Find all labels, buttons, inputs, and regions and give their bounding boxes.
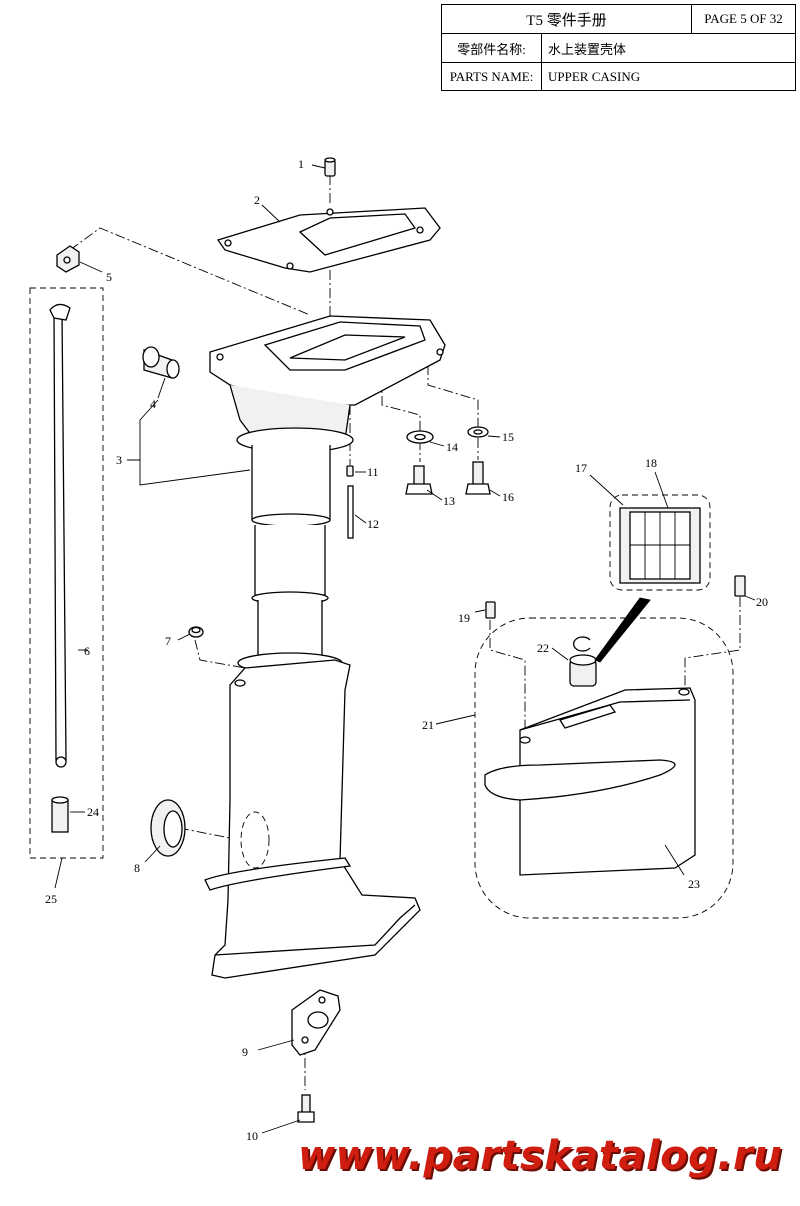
part-12-rod-pin: [347, 485, 354, 539]
callout-labels: 1 2 3 4 5 6 7 8 9 10 11 12 13 14 15 16 1…: [45, 157, 768, 1143]
callout-22: 22: [537, 641, 549, 655]
callout-5: 5: [106, 270, 112, 284]
callout-6: 6: [84, 644, 90, 658]
callout-13: 13: [443, 494, 455, 508]
callout-25: 25: [45, 892, 57, 906]
coupling-bearing: [569, 597, 651, 687]
callout-4: 4: [150, 397, 156, 411]
callout-12: 12: [367, 517, 379, 531]
part-13-bolt: [405, 465, 433, 495]
callout-2: 2: [254, 193, 260, 207]
callout-16: 16: [502, 490, 514, 504]
callout-7: 7: [165, 634, 171, 648]
part-22-snap-ring: [573, 636, 591, 652]
en-name-value: UPPER CASING: [548, 68, 641, 84]
cn-name-value: 水上装置壳体: [548, 41, 627, 57]
part-14-washer: [406, 430, 434, 444]
callout-24: 24: [87, 805, 99, 819]
title-row: T5 零件手册 PAGE 5 OF 32: [442, 5, 795, 34]
callout-14: 14: [446, 440, 458, 454]
callout-1: 1: [298, 157, 304, 171]
callout-21: 21: [422, 718, 434, 732]
plate-kit-group-box: [474, 617, 734, 919]
part-20-pin: [734, 575, 746, 597]
callout-15: 15: [502, 430, 514, 444]
part-8-grommet: [150, 799, 186, 857]
part-19-pin: [485, 601, 496, 619]
callout-18: 18: [645, 456, 657, 470]
part-11-pin: [346, 465, 354, 477]
page-indicator: PAGE 5 OF 32: [704, 11, 783, 26]
detail-17-18-bushing-section: [619, 507, 701, 584]
part-5-clip-nut: [56, 245, 80, 273]
callout-11: 11: [367, 465, 379, 479]
callout-10: 10: [246, 1129, 258, 1143]
part-24-bushing: [51, 796, 69, 833]
part-3-upper-housing: [209, 315, 446, 661]
part-23-cavitation-plate: [484, 687, 696, 876]
part-7-grommet: [188, 626, 204, 638]
en-name-row: PARTS NAME: UPPER CASING: [442, 63, 795, 90]
watermark-logo: www.partskatalog.ru: [298, 1133, 783, 1179]
en-name-label: PARTS NAME:: [442, 63, 542, 90]
callout-9: 9: [242, 1045, 248, 1059]
detail-inset-box: [609, 494, 711, 591]
rod-kit-group-box: [29, 287, 104, 859]
assembly-lines: [69, 175, 741, 1090]
callout-19: 19: [458, 611, 470, 625]
part-4-sleeve: [142, 346, 180, 379]
part-2-gasket: [216, 207, 441, 273]
part-6-shift-rod: [49, 303, 71, 768]
part-10-screw: [297, 1094, 315, 1123]
part-9-bracket: [291, 989, 341, 1056]
manual-title: T5 零件手册: [442, 5, 692, 33]
cn-name-row: 零部件名称: 水上装置壳体: [442, 34, 795, 63]
callout-17: 17: [575, 461, 587, 475]
part-1-dowel-pin: [324, 157, 336, 177]
callout-8: 8: [134, 861, 140, 875]
part-16-bolt: [465, 461, 491, 495]
part-15-washer: [467, 426, 489, 438]
cn-name-label: 零部件名称:: [442, 34, 542, 62]
callout-3: 3: [116, 453, 122, 467]
callout-20: 20: [756, 595, 768, 609]
callout-leaders: [54, 164, 756, 1134]
title-block: T5 零件手册 PAGE 5 OF 32 零部件名称: 水上装置壳体 PARTS…: [441, 4, 796, 91]
callout-23: 23: [688, 877, 700, 891]
upper-casing-body: [204, 652, 421, 979]
